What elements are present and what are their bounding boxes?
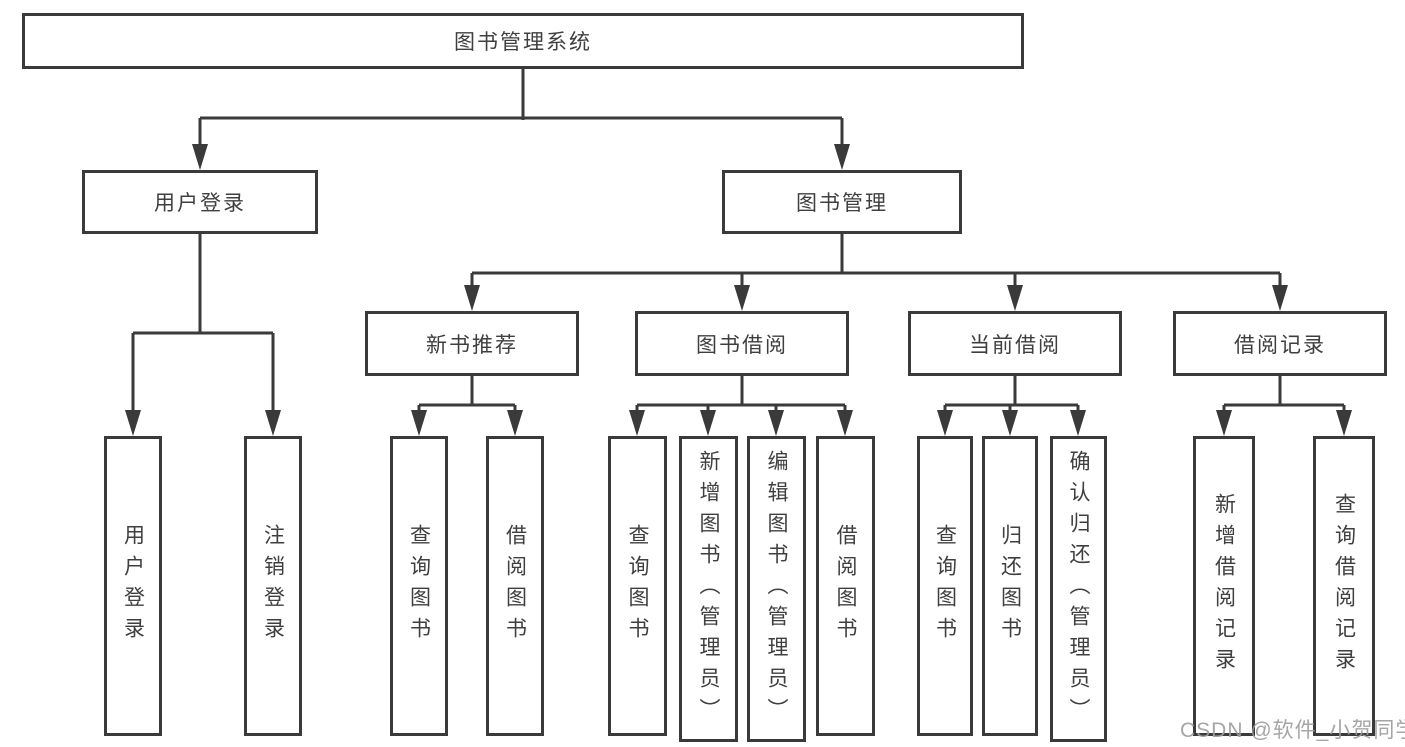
leaf-query-borrow-record: 查询借阅记录 (1313, 436, 1375, 736)
leaf-query-books-recommend-label: 查询图书 (407, 524, 431, 648)
leaf-borrow-books-recommend-label: 借阅图书 (503, 524, 527, 648)
node-user-login-label: 用户登录 (154, 192, 246, 215)
node-borrowing-records: 借阅记录 (1173, 311, 1387, 376)
node-borrowing-records-label: 借阅记录 (1234, 333, 1326, 357)
leaf-confirm-return-admin-label: 确认归还（管理员） (1067, 449, 1090, 729)
leaf-user-login-label: 用户登录 (121, 524, 145, 648)
leaf-add-borrow-record-label: 新增借阅记录 (1212, 493, 1236, 679)
node-new-book-recommendation: 新书推荐 (365, 311, 579, 376)
leaf-add-borrow-record: 新增借阅记录 (1193, 436, 1255, 736)
leaf-query-books-borrowing-label: 查询图书 (626, 524, 649, 648)
node-book-borrowing: 图书借阅 (635, 311, 849, 376)
leaf-return-books-label: 归还图书 (998, 524, 1022, 648)
node-book-management-label: 图书管理 (796, 192, 888, 215)
leaf-query-books-borrowing: 查询图书 (608, 436, 667, 736)
leaf-edit-books-admin-label: 编辑图书（管理员） (765, 449, 788, 729)
leaf-query-books-current-label: 查询图书 (933, 524, 957, 648)
leaf-query-borrow-record-label: 查询借阅记录 (1332, 493, 1356, 679)
root-node-library-management-system: 图书管理系统 (22, 13, 1024, 69)
leaf-query-books-recommend: 查询图书 (390, 436, 448, 736)
arrowheads (125, 144, 1352, 436)
root-node-label: 图书管理系统 (454, 31, 592, 54)
node-book-management: 图书管理 (722, 170, 962, 234)
leaf-borrow-books-borrowing-label: 借阅图书 (834, 524, 857, 648)
leaf-query-books-current: 查询图书 (917, 436, 973, 736)
watermark: CSDN @软件_小贺同学 (1180, 719, 1405, 742)
node-book-borrowing-label: 图书借阅 (696, 333, 788, 357)
node-current-borrowing-label: 当前借阅 (969, 333, 1061, 357)
leaf-logout: 注销登录 (244, 436, 302, 736)
leaf-borrow-books-recommend: 借阅图书 (486, 436, 544, 736)
node-new-book-recommendation-label: 新书推荐 (426, 333, 518, 357)
leaf-add-books-admin-label: 新增图书（管理员） (697, 449, 720, 729)
leaf-confirm-return-admin: 确认归还（管理员） (1050, 436, 1107, 742)
node-current-borrowing: 当前借阅 (908, 311, 1122, 376)
leaf-edit-books-admin: 编辑图书（管理员） (747, 436, 806, 742)
node-user-login: 用户登录 (82, 170, 318, 234)
leaf-logout-label: 注销登录 (261, 524, 285, 648)
leaf-return-books: 归还图书 (982, 436, 1038, 736)
leaf-user-login: 用户登录 (104, 436, 162, 736)
leaf-borrow-books-borrowing: 借阅图书 (816, 436, 875, 736)
leaf-add-books-admin: 新增图书（管理员） (679, 436, 738, 742)
